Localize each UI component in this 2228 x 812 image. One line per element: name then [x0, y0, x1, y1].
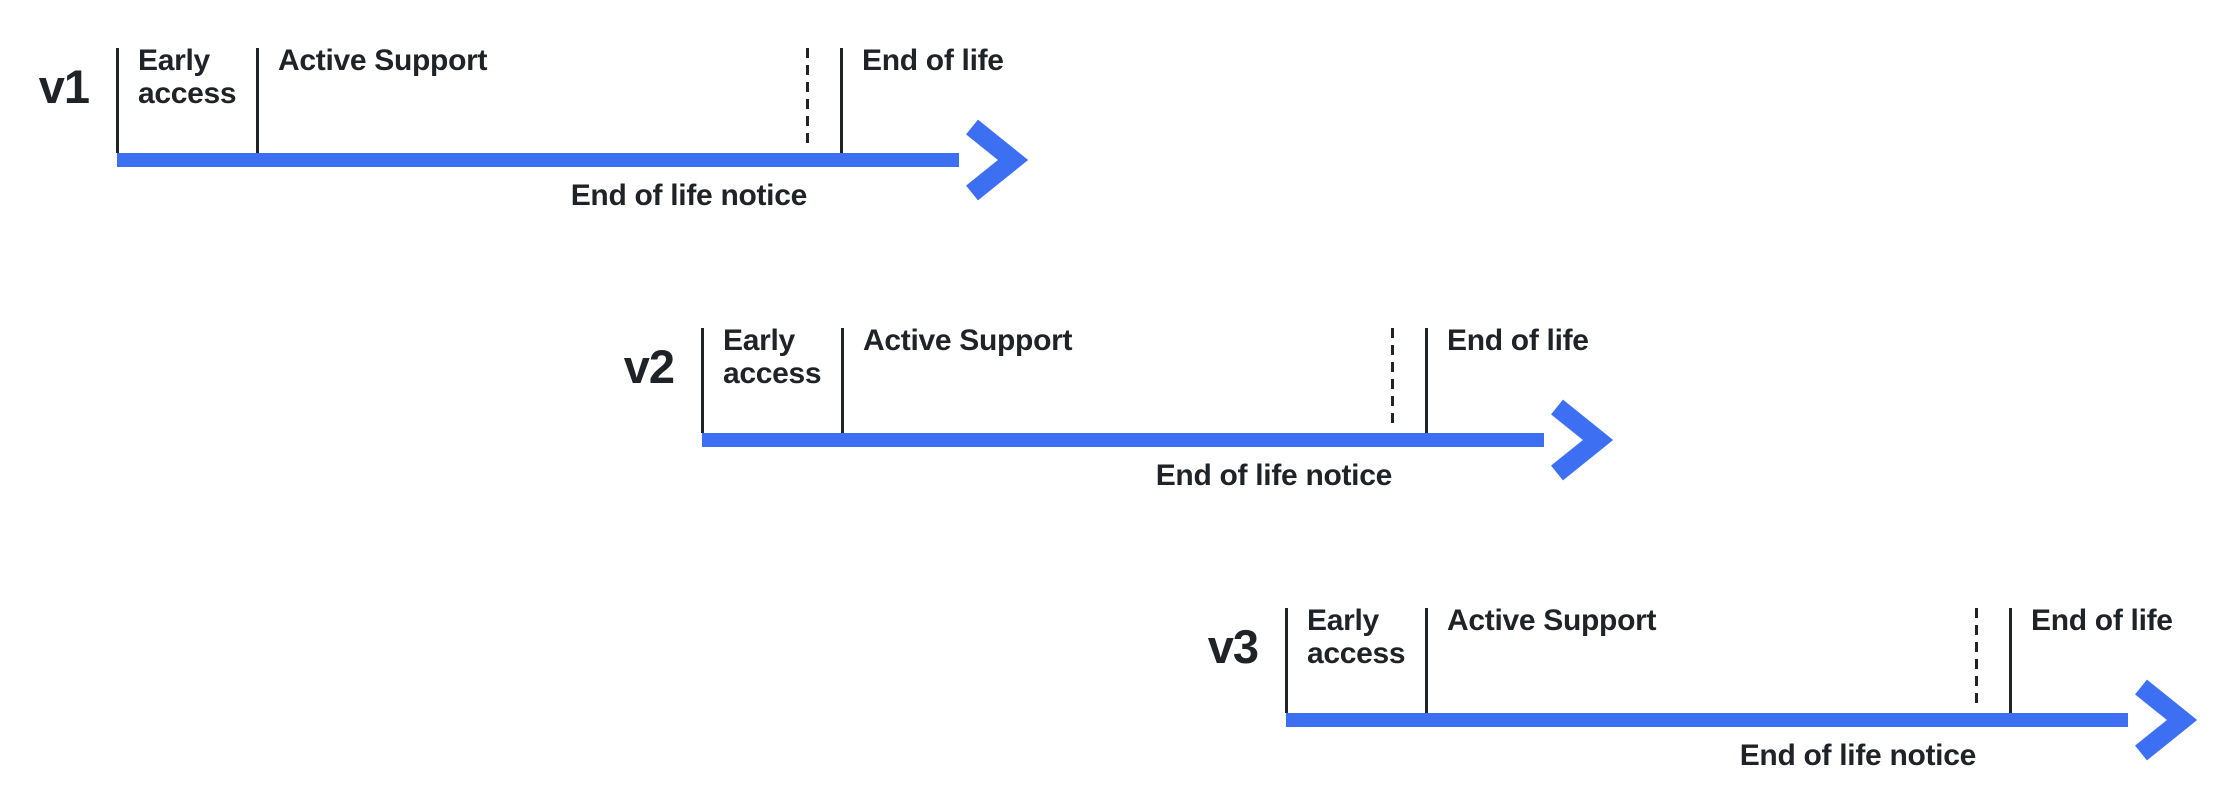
phase-label-early-access: Early access	[723, 324, 822, 390]
phase-label-end-of-life: End of life	[1447, 324, 1589, 357]
eol-notice-label: End of life notice	[570, 179, 808, 212]
tick-early-access-start	[1285, 608, 1288, 713]
phase-label-active-support: Active Support	[1447, 604, 1657, 637]
tick-early-access-start	[701, 328, 704, 433]
tick-early-access-start	[116, 48, 119, 153]
timeline-arrow-head-icon	[966, 119, 1029, 201]
eol-notice-label: End of life notice	[1739, 739, 1977, 772]
phase-label-early-access: Early access	[138, 44, 237, 110]
tick-eol-notice-dashed	[806, 48, 809, 150]
eol-notice-label: End of life notice	[1155, 459, 1393, 492]
timeline-arrow-bar	[117, 153, 959, 167]
timeline-v3: v3 Early access Active Support End of li…	[1208, 604, 2198, 783]
timeline-arrow-head-icon	[1551, 399, 1614, 481]
version-label-v3: v3	[1207, 620, 1259, 673]
version-label-v2: v2	[623, 340, 675, 393]
tick-active-support-start	[1425, 608, 1428, 713]
tick-active-support-start	[841, 328, 844, 433]
timeline-arrow-bar	[1286, 713, 2128, 727]
tick-end-of-life	[2009, 608, 2012, 713]
timeline-arrow-head-icon	[2135, 679, 2198, 761]
version-label-v1: v1	[38, 60, 90, 113]
timeline-v2: v2 Early access Active Support End of li…	[624, 324, 1614, 503]
timeline-v1: v1 Early access Active Support End of li…	[39, 44, 1029, 223]
tick-active-support-start	[256, 48, 259, 153]
phase-label-end-of-life: End of life	[862, 44, 1004, 77]
phase-label-active-support: Active Support	[863, 324, 1073, 357]
phase-label-active-support: Active Support	[278, 44, 488, 77]
phase-label-early-access: Early access	[1307, 604, 1406, 670]
phase-label-end-of-life: End of life	[2031, 604, 2173, 637]
timeline-arrow-bar	[702, 433, 1544, 447]
tick-end-of-life	[840, 48, 843, 153]
tick-end-of-life	[1425, 328, 1428, 433]
tick-eol-notice-dashed	[1391, 328, 1394, 430]
tick-eol-notice-dashed	[1975, 608, 1978, 710]
